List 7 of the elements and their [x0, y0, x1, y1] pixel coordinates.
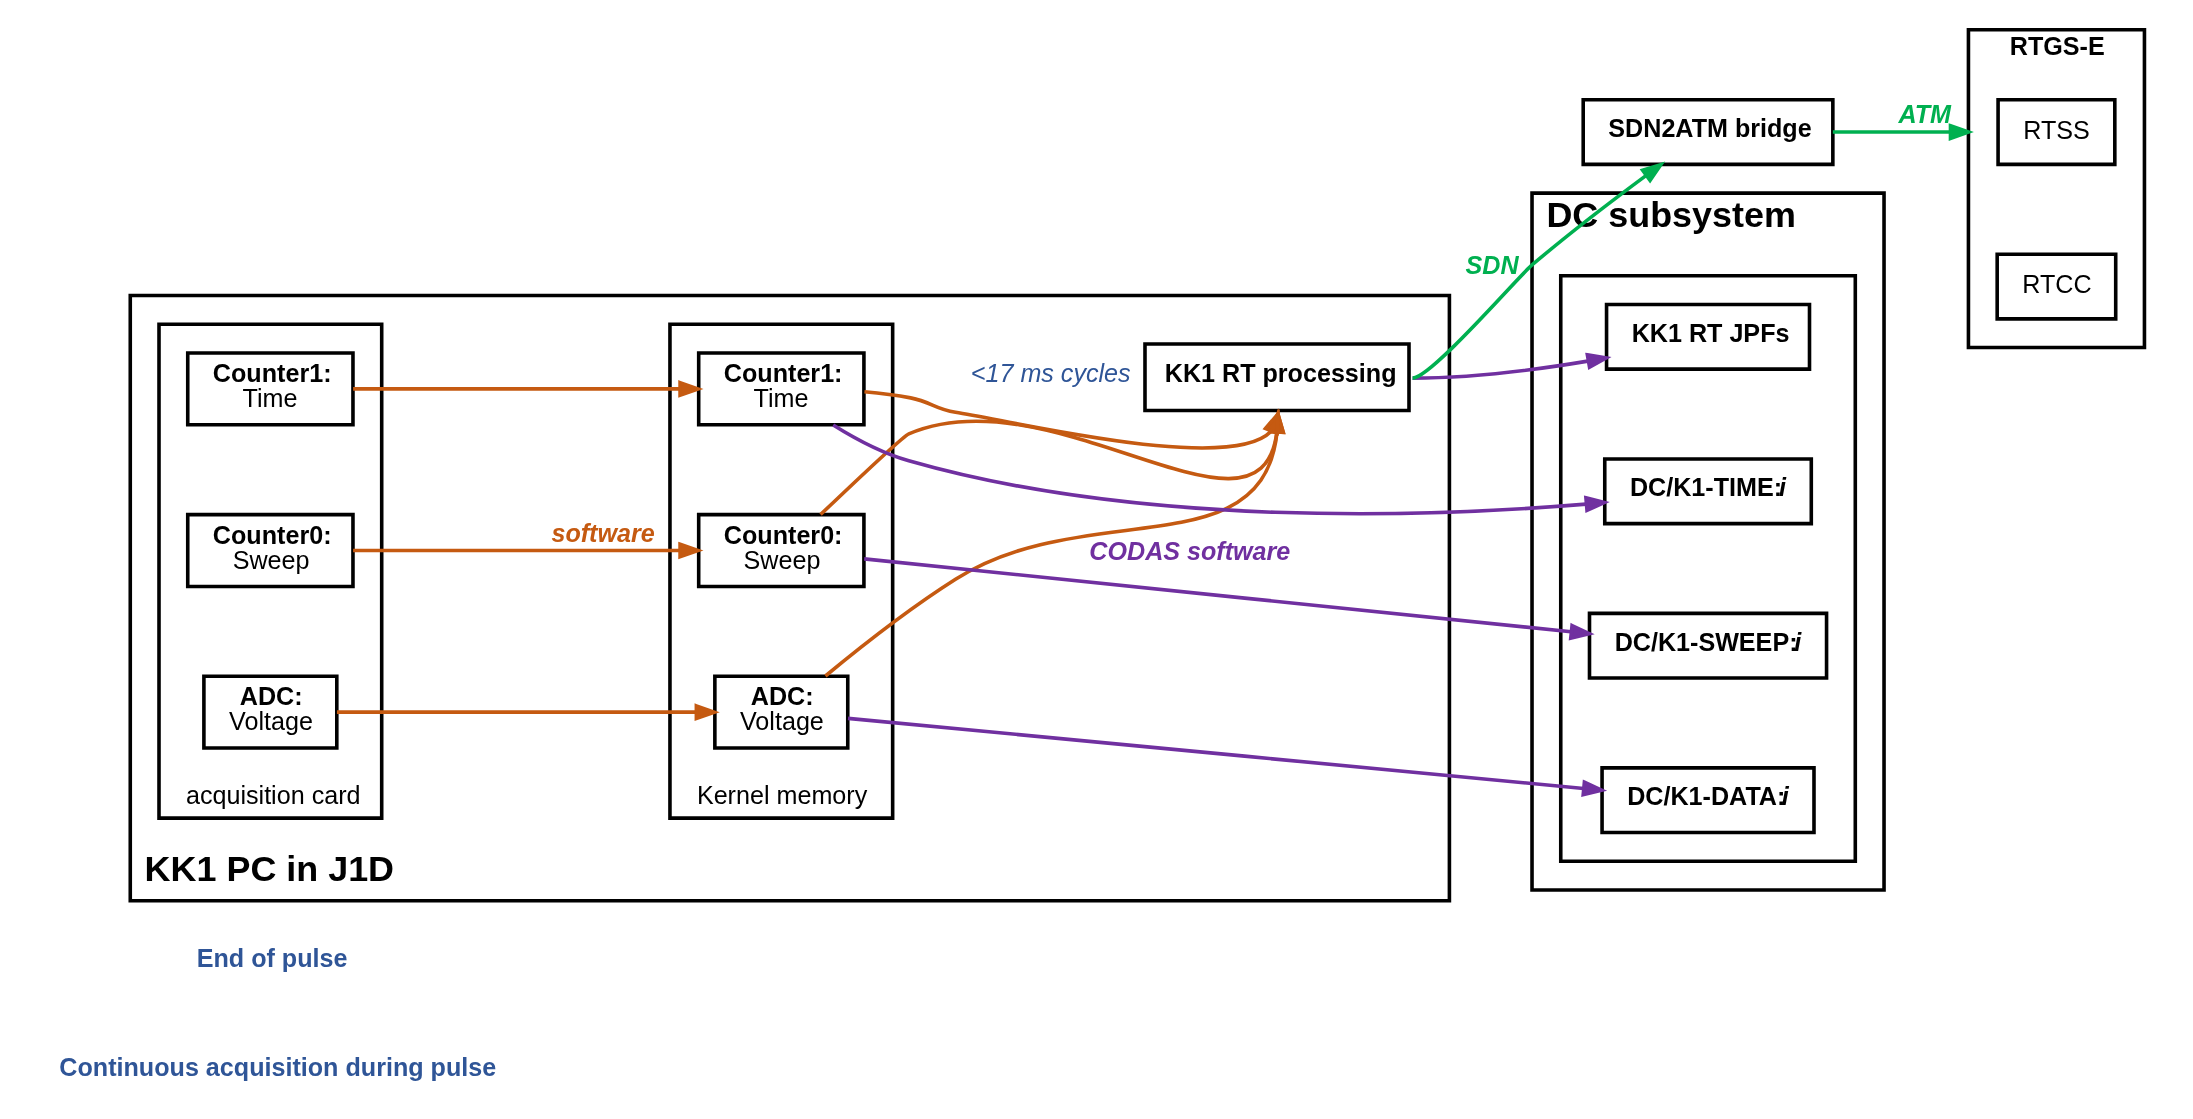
edge-label: software: [551, 518, 655, 547]
node-label: <17 ms cycles: [970, 359, 1131, 388]
label: End of pulse: [196, 943, 348, 972]
edge-label: CODAS software: [1089, 536, 1291, 565]
label: Continuous acquisition during pulse: [59, 1053, 497, 1082]
edge-label: ATM: [1898, 100, 1951, 129]
edge-label: SDN: [1465, 251, 1519, 280]
